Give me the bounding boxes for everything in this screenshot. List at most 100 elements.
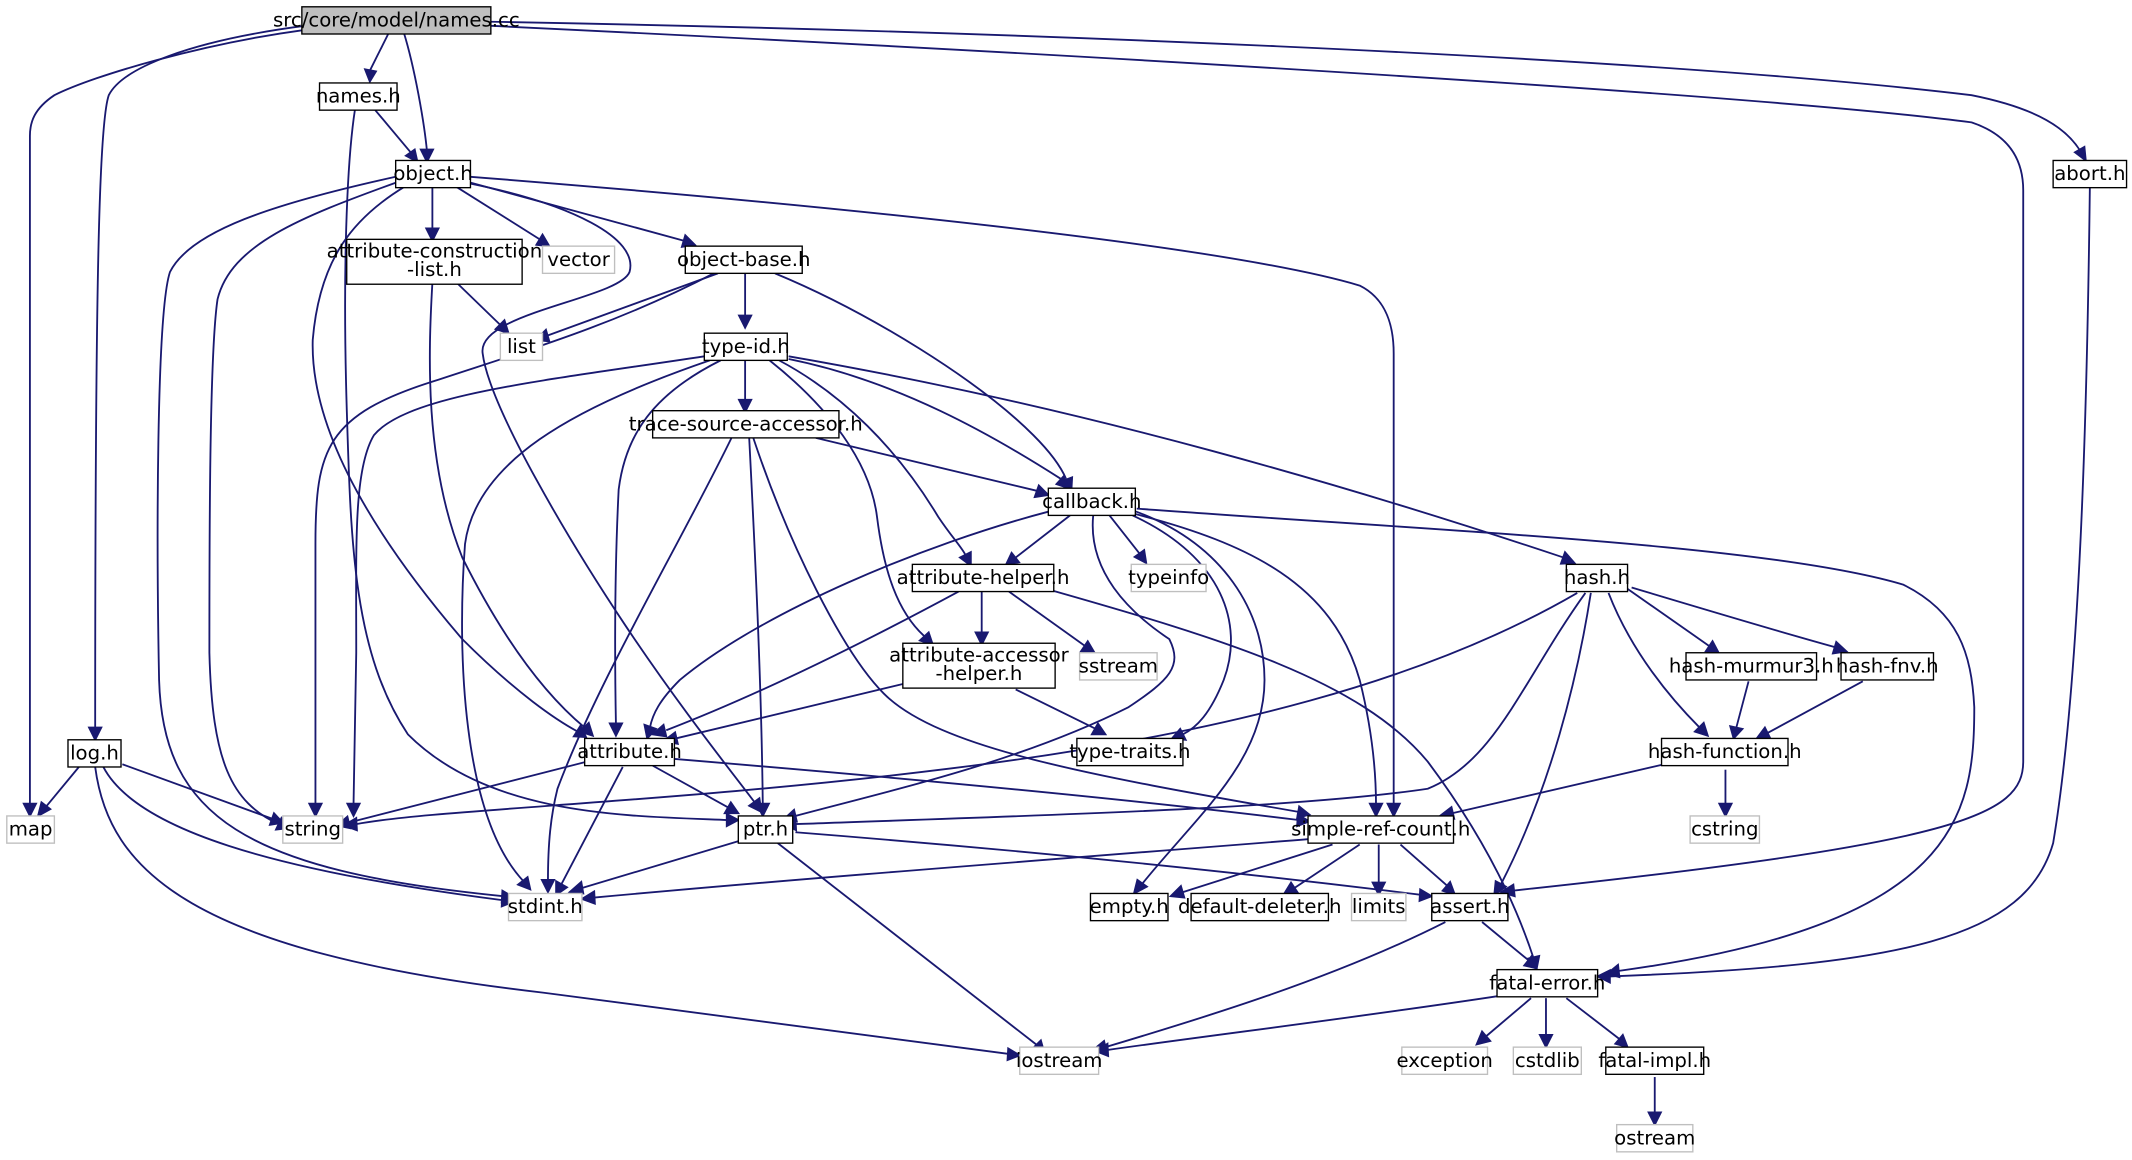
edge-callback-h-to-type-traits-h: [1132, 514, 1232, 741]
node-names-cc[interactable]: src/core/model/names.cc: [273, 6, 520, 35]
edge-hash-h-to-assert-h: [1493, 592, 1592, 897]
node-log-h[interactable]: log.h: [67, 739, 122, 768]
edge-callback-h-to-simple-ref-count: [1135, 513, 1384, 818]
svg-text:object.h: object.h: [393, 162, 472, 185]
node-hash-murmur3-h[interactable]: hash-murmur3.h: [1669, 652, 1834, 681]
node-sstream[interactable]: sstream: [1079, 652, 1158, 681]
node-names-h[interactable]: names.h: [316, 82, 401, 111]
svg-text:names.h: names.h: [316, 85, 401, 108]
node-hash-h[interactable]: hash.h: [1564, 563, 1630, 593]
svg-text:simple-ref-count.h: simple-ref-count.h: [1291, 818, 1470, 841]
svg-text:type-id.h: type-id.h: [702, 335, 790, 358]
node-string[interactable]: string: [282, 815, 344, 844]
edge-object-h-to-vector: [455, 185, 552, 248]
svg-text:limits: limits: [1352, 895, 1406, 918]
node-list[interactable]: list: [499, 332, 544, 362]
edge-trace-source-to-callback-h: [815, 436, 1051, 499]
node-simple-ref-count-h[interactable]: simple-ref-count.h: [1291, 815, 1470, 844]
edge-simple-ref-count-to-default-deleter: [1281, 843, 1361, 897]
edge-hash-h-to-string: [341, 592, 1578, 832]
svg-text:hash-fnv.h: hash-fnv.h: [1836, 654, 1939, 677]
node-trace-source-accessor-h[interactable]: trace-source-accessor.h: [629, 410, 863, 439]
svg-text:object-base.h: object-base.h: [677, 248, 811, 271]
node-attribute-h[interactable]: attribute.h: [577, 737, 682, 767]
edge-attr-construction-to-list: [456, 282, 510, 335]
edge-fatal-error-h-to-fatal-impl: [1565, 997, 1630, 1049]
edge-names-h-to-object-h: [374, 109, 419, 164]
svg-text:attribute-helper.h: attribute-helper.h: [897, 566, 1070, 589]
node-hash-fnv-h[interactable]: hash-fnv.h: [1836, 652, 1939, 681]
node-iostream[interactable]: iostream: [1016, 1046, 1103, 1076]
node-cstring[interactable]: cstring: [1689, 815, 1761, 844]
edge-fatal-error-h-to-exception: [1475, 997, 1532, 1046]
node-stdint-h[interactable]: stdint.h: [508, 892, 583, 922]
node-limits[interactable]: limits: [1350, 892, 1407, 922]
edge-type-id-h-to-callback-h: [788, 358, 1071, 490]
edge-trace-source-to-ptr-h: [748, 437, 771, 818]
svg-text:empty.h: empty.h: [1090, 895, 1169, 918]
node-hash-function-h[interactable]: hash-function.h: [1648, 737, 1802, 767]
svg-text:attribute.h: attribute.h: [577, 740, 682, 763]
edge-simple-ref-count-to-stdint-h: [579, 838, 1310, 906]
edge-hash-function-to-cstring: [1717, 769, 1734, 818]
node-map[interactable]: map: [6, 815, 56, 844]
svg-text:hash-murmur3.h: hash-murmur3.h: [1669, 654, 1834, 677]
node-assert-h[interactable]: assert.h: [1430, 892, 1509, 922]
node-object-base-h[interactable]: object-base.h: [677, 245, 811, 275]
edge-trace-source-to-simple-ref-count: [752, 437, 1312, 820]
edge-attribute-helper-h-to-attr-accessor-helper: [974, 591, 990, 647]
node-type-traits-h[interactable]: type-traits.h: [1069, 737, 1191, 767]
svg-text:attribute-construction: attribute-construction: [327, 240, 543, 263]
node-fatal-error-h[interactable]: fatal-error.h: [1489, 968, 1605, 998]
edge-hash-fnv-to-hash-function: [1754, 680, 1864, 740]
node-ptr-h[interactable]: ptr.h: [737, 815, 794, 844]
svg-text:trace-source-accessor.h: trace-source-accessor.h: [629, 412, 863, 435]
node-empty-h[interactable]: empty.h: [1090, 892, 1169, 922]
svg-text:-list.h: -list.h: [407, 258, 462, 281]
svg-text:exception: exception: [1397, 1049, 1493, 1072]
edge-attribute-h-to-simple-ref-count: [672, 757, 1312, 828]
edge-object-base-h-to-string: [307, 272, 715, 818]
svg-text:string: string: [284, 818, 341, 841]
svg-text:abort.h: abort.h: [2054, 162, 2125, 185]
edge-callback-h-to-attribute-h: [643, 510, 1050, 741]
node-abort-h[interactable]: abort.h: [2052, 159, 2128, 189]
edge-hash-h-to-hash-function: [1607, 592, 1710, 738]
node-default-deleter-h[interactable]: default-deleter.h: [1178, 892, 1342, 922]
svg-text:fatal-impl.h: fatal-impl.h: [1598, 1049, 1711, 1072]
node-object-h[interactable]: object.h: [393, 159, 473, 189]
node-typeinfo[interactable]: typeinfo: [1128, 563, 1209, 593]
node-attribute-construction-list-h[interactable]: attribute-construction-list.h: [327, 238, 543, 285]
node-attribute-helper-h[interactable]: attribute-helper.h: [897, 563, 1070, 593]
edge-attr-construction-to-attribute-h: [428, 282, 595, 738]
svg-text:iostream: iostream: [1016, 1049, 1103, 1072]
svg-text:vector: vector: [547, 248, 610, 271]
node-ostream[interactable]: ostream: [1614, 1123, 1695, 1153]
edge-type-id-h-to-attribute-helper-h: [778, 359, 972, 568]
edge-simple-ref-count-to-assert-h: [1399, 843, 1457, 897]
edge-names-cc-to-names-h: [363, 32, 390, 84]
edge-hash-murmur3-to-hash-function: [1728, 681, 1750, 741]
svg-text:type-traits.h: type-traits.h: [1069, 740, 1190, 763]
node-exception[interactable]: exception: [1397, 1046, 1493, 1076]
node-type-id-h[interactable]: type-id.h: [702, 332, 790, 362]
svg-text:fatal-error.h: fatal-error.h: [1489, 971, 1605, 994]
edge-simple-ref-count-to-empty-h: [1168, 843, 1333, 899]
svg-text:ptr.h: ptr.h: [743, 818, 788, 841]
edge-simple-ref-count-to-limits: [1371, 844, 1387, 897]
node-vector[interactable]: vector: [541, 245, 616, 275]
edge-object-h-to-simple-ref-count: [470, 175, 1402, 818]
edge-type-id-h-to-trace-source: [737, 360, 753, 415]
svg-text:default-deleter.h: default-deleter.h: [1178, 895, 1342, 918]
edge-assert-h-to-fatal-error-h: [1481, 921, 1538, 970]
edge-type-id-h-to-attr-accessor-helper: [769, 359, 935, 647]
node-callback-h[interactable]: callback.h: [1042, 487, 1142, 517]
edge-attribute-h-to-string: [335, 760, 588, 830]
node-cstdlib[interactable]: cstdlib: [1512, 1046, 1583, 1076]
node-attribute-accessor-helper-h[interactable]: attribute-accessor-helper.h: [889, 642, 1070, 689]
edge-callback-h-to-typeinfo: [1108, 514, 1148, 565]
svg-text:callback.h: callback.h: [1042, 490, 1141, 513]
node-fatal-impl-h[interactable]: fatal-impl.h: [1598, 1046, 1711, 1076]
edge-type-id-h-to-stdint-h: [461, 359, 711, 891]
